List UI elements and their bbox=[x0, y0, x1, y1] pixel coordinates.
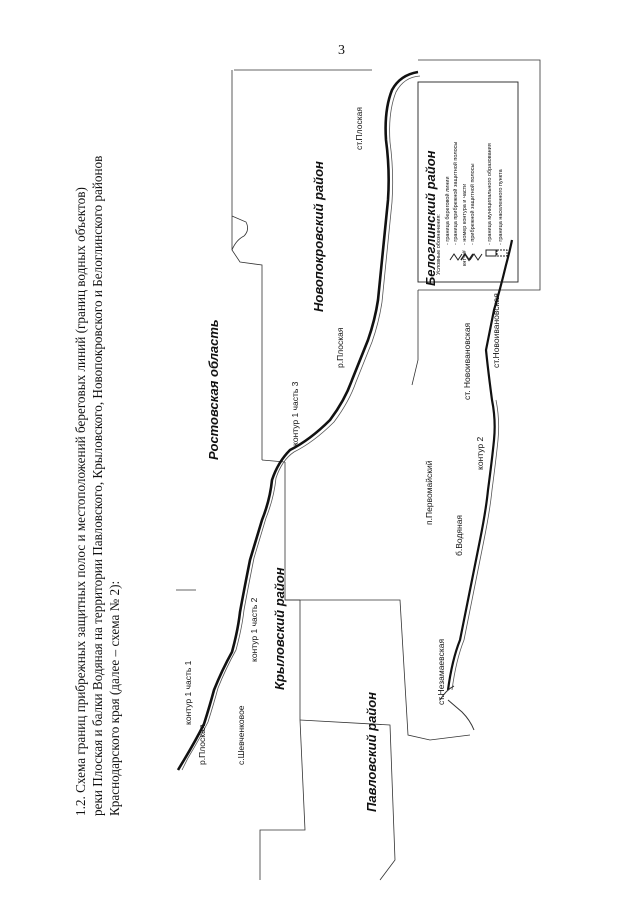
label-s-shevchenkovo: с.Шевченковое bbox=[236, 705, 246, 765]
label-st-ploskaya: ст.Плоская bbox=[354, 107, 364, 150]
river-ploskaya-buffer bbox=[181, 75, 421, 771]
legend-symbol-shoreline-icon bbox=[449, 253, 463, 261]
boundary-beloglinsky bbox=[418, 59, 541, 291]
legend-item-4: - прибрежной защитной полосы bbox=[469, 164, 476, 245]
legend-box bbox=[417, 81, 519, 283]
river-vodyanaya-buffer bbox=[451, 399, 500, 691]
boundary-beloglinsky-west bbox=[411, 290, 419, 386]
label-beloglinsky: Белоглинский район bbox=[423, 150, 438, 286]
label-river-ploskaya-1: р.Плоская bbox=[197, 724, 207, 765]
label-river-ploskaya-2: р.Плоская bbox=[335, 327, 345, 368]
label-rostov: Ростовская область bbox=[206, 319, 221, 460]
label-krylovsky: Крыловский район bbox=[272, 567, 287, 690]
stream-nezamaevskaya bbox=[439, 685, 475, 731]
label-contour-1-part-2: контур 1 часть 2 bbox=[249, 597, 259, 662]
legend-item-1: - граница береговой линии bbox=[444, 176, 451, 245]
label-st-novoivanovskaya: ст. Новоивановская bbox=[462, 322, 472, 400]
boundary-rostov-west bbox=[231, 70, 263, 460]
legend-symbol-contour-icon bbox=[469, 253, 483, 261]
boundary-novopokrovsky-south bbox=[285, 599, 471, 741]
legend-item-2: - граница прибрежной защитной полосы bbox=[452, 142, 459, 245]
legend-item-5: - граница муниципального образования bbox=[487, 143, 493, 245]
legend-title: Условные обозначения: bbox=[436, 214, 442, 275]
boundary-krylovsky-east bbox=[284, 462, 300, 601]
label-contour-1-part-1: контур 1 часть 1 bbox=[183, 660, 193, 725]
boundary-rostov-border-detail bbox=[231, 215, 248, 251]
river-vodyanaya bbox=[446, 239, 514, 691]
legend-item-6: - граница населенного пункта bbox=[498, 168, 504, 245]
label-st-nezamaevskaya: ст.Незамаевская bbox=[436, 639, 446, 705]
legend-symbol-municipal-icon bbox=[485, 249, 497, 257]
label-river-vodyanaya: б.Водяная bbox=[454, 515, 464, 556]
label-contour-1-part-3: контур 1 часть 3 bbox=[290, 381, 300, 446]
label-novopokrovsky: Новопокровский район bbox=[311, 161, 326, 312]
boundary-pavlovsky bbox=[259, 600, 306, 880]
legend-item-3: - номер контура и части bbox=[462, 184, 468, 245]
label-st-novoivanovskaya-2: ст.Новоивановская bbox=[491, 293, 501, 368]
river-ploskaya bbox=[176, 70, 419, 771]
boundary-pavlovsky-lower bbox=[299, 719, 396, 881]
legend-symbol-settlement-icon bbox=[496, 249, 508, 257]
label-p-pervomaisky: п.Первомайский bbox=[424, 460, 434, 525]
legend-code-label: кнт-ч# bbox=[462, 249, 468, 266]
label-pavlovsky: Павловский район bbox=[364, 692, 379, 812]
legend-symbols bbox=[449, 249, 508, 262]
label-contour-2: контур 2 bbox=[475, 437, 485, 470]
page-number: 3 bbox=[338, 43, 345, 58]
legend-symbol-buffer-icon bbox=[460, 252, 474, 262]
